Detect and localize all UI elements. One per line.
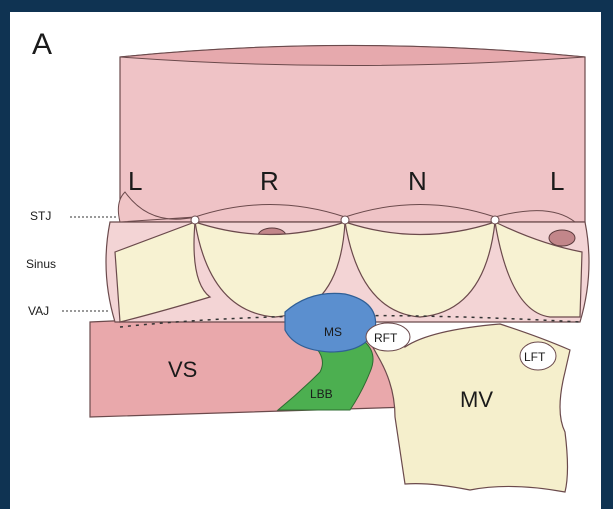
vs-label: VS bbox=[168, 357, 197, 382]
cusp-label-noncoronary: N bbox=[408, 166, 427, 196]
cusp-label-left: L bbox=[128, 166, 142, 196]
rft-label: RFT bbox=[374, 331, 398, 345]
panel-label: A bbox=[32, 28, 52, 61]
commissure-1 bbox=[191, 216, 199, 224]
commissure-2 bbox=[341, 216, 349, 224]
lft-label: LFT bbox=[524, 350, 546, 364]
sinus-label: Sinus bbox=[26, 257, 56, 271]
aortic-root-diagram: A L R N L STJ Sinus VAJ VS MS RFT LBB MV… bbox=[10, 12, 601, 509]
stj-label: STJ bbox=[30, 209, 51, 223]
cusp-label-right: R bbox=[260, 166, 279, 196]
left-coronary-ostium bbox=[549, 230, 575, 246]
cusp-label-left-2: L bbox=[550, 166, 564, 196]
commissure-3 bbox=[491, 216, 499, 224]
vaj-label: VAJ bbox=[28, 304, 49, 318]
ms-label: MS bbox=[324, 325, 342, 339]
lbb-label: LBB bbox=[310, 387, 333, 401]
aortic-wall bbox=[120, 46, 585, 223]
mv-label: MV bbox=[460, 387, 493, 412]
figure-panel: A L R N L STJ Sinus VAJ VS MS RFT LBB MV… bbox=[10, 12, 601, 509]
membranous-septum bbox=[285, 293, 376, 352]
